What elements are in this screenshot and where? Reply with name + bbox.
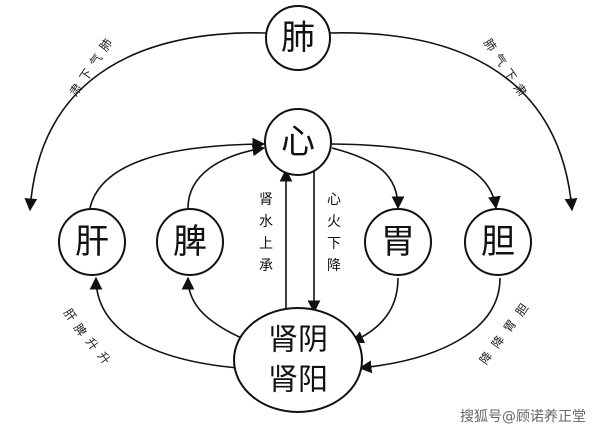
svg-text:胆: 胆: [513, 301, 531, 319]
svg-text:心: 心: [281, 122, 315, 162]
svg-text:火: 火: [327, 214, 341, 230]
svg-text:肺: 肺: [281, 18, 315, 58]
node-heart: 心: [264, 108, 332, 176]
svg-text:降: 降: [477, 349, 495, 367]
stomach-to-kidney-edge: [350, 277, 399, 344]
svg-text:胃: 胃: [501, 317, 519, 335]
kidney-to-spleen-edge: [181, 276, 247, 341]
lung-to-liver-arc: [24, 32, 267, 212]
svg-text:肝: 肝: [75, 222, 109, 262]
node-liver: 肝: [58, 208, 126, 276]
svg-text:肾: 肾: [259, 192, 273, 208]
svg-text:肺: 肺: [97, 36, 115, 54]
liver-to-heart-edge: [89, 137, 266, 209]
svg-text:肃: 肃: [67, 81, 85, 99]
svg-text:升: 升: [95, 349, 113, 367]
svg-text:下: 下: [501, 66, 519, 84]
svg-text:水: 水: [259, 214, 273, 230]
svg-text:降: 降: [489, 333, 507, 351]
spleen-to-heart-edge: [187, 143, 266, 209]
svg-text:肺: 肺: [481, 36, 499, 54]
kidney-water-up-label: 肾 水 上 承: [259, 192, 273, 274]
svg-text:下: 下: [327, 236, 341, 252]
svg-text:肾阴: 肾阴: [268, 323, 328, 358]
heart-fire-down-label: 心 火 下 降: [327, 192, 341, 274]
svg-text:气: 气: [491, 50, 510, 68]
heart-to-gallbladder-edge: [331, 143, 501, 210]
svg-text:脾: 脾: [71, 320, 90, 338]
svg-text:胃: 胃: [381, 222, 415, 262]
node-gallbladder: 胆: [464, 208, 532, 276]
svg-text:升: 升: [83, 335, 101, 353]
svg-text:上: 上: [259, 236, 273, 252]
svg-text:心: 心: [327, 192, 341, 208]
lung-to-gallbladder-arc: [329, 32, 578, 212]
node-spleen: 脾: [156, 208, 224, 276]
liver-ascend-label: 肝 脾 升 升: [61, 306, 113, 367]
heart-to-stomach-edge: [331, 147, 405, 210]
svg-text:肾阳: 肾阳: [268, 363, 328, 398]
svg-text:脾: 脾: [173, 222, 207, 262]
svg-text:承: 承: [259, 258, 273, 274]
gall-descend-label: 胆 胃 降 降: [477, 301, 531, 367]
lung-qi-right-label: 肺 气 下 肃: [481, 36, 529, 99]
gallbladder-to-kidney-edge: [358, 277, 501, 374]
node-stomach: 胃: [364, 208, 432, 276]
svg-text:肝: 肝: [61, 306, 79, 324]
watermark: 搜狐号@顾诺养正堂: [460, 409, 586, 425]
svg-text:气: 气: [86, 50, 105, 68]
node-kidney: 肾阴 肾阳: [233, 307, 363, 413]
svg-text:降: 降: [327, 258, 341, 274]
svg-text:胆: 胆: [481, 222, 515, 262]
kidney-to-liver-edge: [89, 276, 239, 369]
svg-text:下: 下: [77, 66, 95, 84]
node-lung: 肺: [265, 5, 331, 71]
